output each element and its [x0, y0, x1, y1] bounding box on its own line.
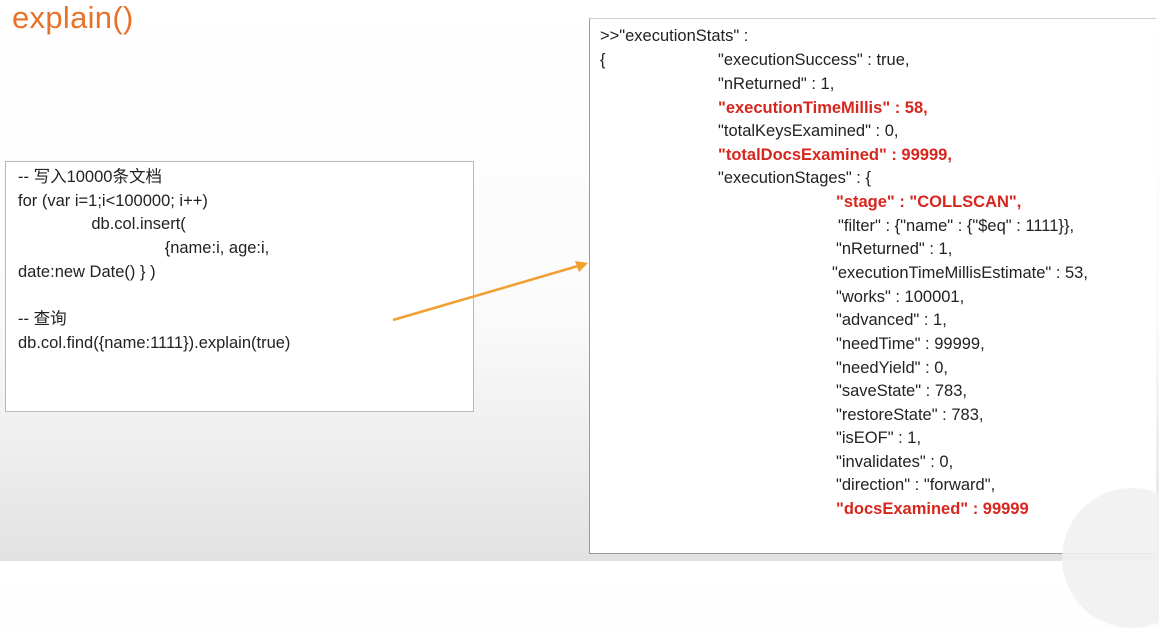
code-line: {name:i, age:i, [18, 239, 270, 258]
stats-field: "executionSuccess" : true, [718, 51, 910, 69]
pointer-arrow-icon [392, 261, 588, 322]
stats-header: >>"executionStats" : [600, 27, 749, 45]
stats-field: "isEOF" : 1, [836, 429, 922, 447]
code-line: for (var i=1;i<100000; i++) [18, 191, 208, 210]
stats-field-highlight: "docsExamined" : 99999 [836, 500, 1029, 518]
code-snippet-box: -- 写入10000条文档 for (var i=1;i<100000; i++… [5, 161, 474, 412]
stats-field: "executionStages" : { [718, 169, 871, 187]
stats-field: "executionTimeMillisEstimate" : 53, [832, 264, 1088, 282]
stats-field: "invalidates" : 0, [836, 453, 954, 471]
stats-field: "totalKeysExamined" : 0, [718, 122, 899, 140]
code-line: date:new Date() } ) [18, 262, 156, 281]
stats-field: "advanced" : 1, [836, 311, 947, 329]
stats-open-brace: { [600, 51, 606, 69]
stats-field: "needTime" : 99999, [836, 335, 985, 353]
code-line: -- 写入10000条文档 [18, 168, 162, 186]
code-line: db.col.find({name:1111}).explain(true) [18, 333, 291, 352]
stats-field: "works" : 100001, [836, 288, 965, 306]
stats-field: "filter" : {"name" : {"$eq" : 1111}}, [838, 217, 1075, 235]
execution-stats-box: >>"executionStats" : { "executionSuccess… [589, 18, 1156, 554]
stats-field: "direction" : "forward", [836, 476, 996, 494]
code-line: -- 查询 [18, 310, 67, 329]
stats-field: "restoreState" : 783, [836, 406, 984, 424]
code-line: db.col.insert( [18, 215, 186, 234]
stats-field-highlight: "totalDocsExamined" : 99999, [718, 146, 952, 164]
slide-title: explain() [12, 0, 134, 35]
stats-field: "nReturned" : 1, [836, 240, 953, 258]
stats-field: "saveState" : 783, [836, 382, 967, 400]
stats-field-highlight: "stage" : "COLLSCAN", [836, 193, 1022, 211]
stats-field: "nReturned" : 1, [718, 75, 835, 93]
stats-field: "needYield" : 0, [836, 359, 949, 377]
stats-field-highlight: "executionTimeMillis" : 58, [718, 99, 928, 117]
